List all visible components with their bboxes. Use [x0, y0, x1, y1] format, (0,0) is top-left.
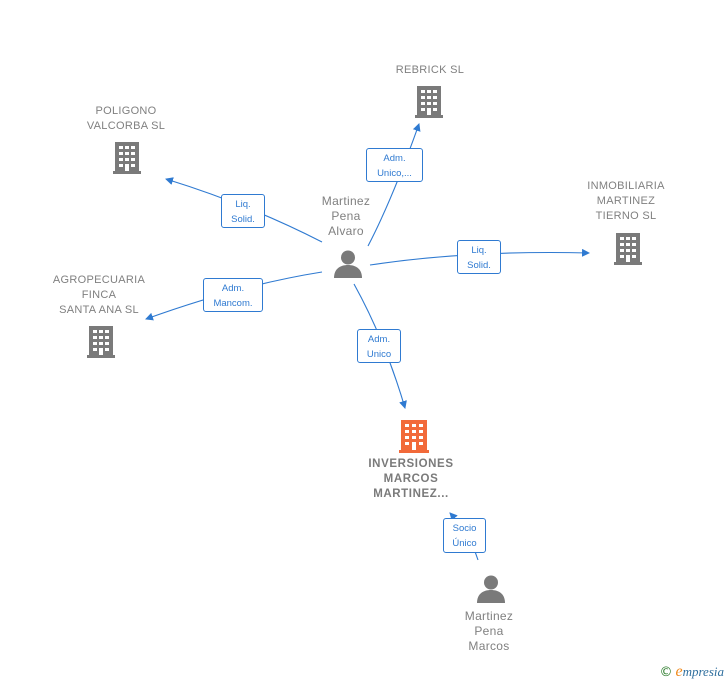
edge-label-line: Solid. [467, 259, 491, 271]
node-label-line: VALCORBA SL [86, 120, 166, 132]
building-icon[interactable] [614, 233, 642, 265]
node-label-line: Martinez [464, 609, 514, 623]
brand-initial: e [675, 663, 683, 680]
node-label-marcos[interactable]: Martinez Pena Marcos [449, 609, 529, 654]
brand-name: mpresia [682, 664, 724, 679]
node-label-line: REBRICK SL [395, 64, 465, 76]
copyright-symbol: © [659, 665, 673, 680]
node-label-line: Alvaro [328, 224, 364, 238]
edge-label-line: Socio [452, 523, 477, 534]
node-label-line: AGROPECUARIA [52, 274, 146, 286]
building-icon[interactable] [113, 142, 141, 174]
node-label-line: Pena [474, 624, 504, 638]
edge-label-line: Unico,... [377, 167, 412, 179]
node-label-inmobiliaria[interactable]: INMOBILIARIA MARTINEZ TIERNO SL [566, 179, 686, 224]
building-icon[interactable] [415, 86, 443, 118]
node-label-alvaro[interactable]: Martinez Pena Alvaro [306, 194, 386, 239]
edge-label-agropecuaria[interactable]: Adm. Mancom. [203, 278, 263, 312]
edge-label-line: Liq. [235, 199, 251, 210]
node-label-agropecuaria[interactable]: AGROPECUARIA FINCA SANTA ANA SL [39, 273, 159, 318]
node-label-rebrick[interactable]: REBRICK SL [370, 63, 490, 78]
edge-label-line: Liq. [471, 245, 487, 256]
building-icon[interactable] [87, 326, 115, 358]
node-label-line: Martinez [321, 194, 371, 208]
node-label-poligono[interactable]: POLIGONO VALCORBA SL [66, 104, 186, 134]
node-label-inversiones[interactable]: INVERSIONES MARCOS MARTINEZ... [346, 457, 476, 502]
edge-label-line: Mancom. [213, 297, 253, 309]
node-label-line: Marcos [468, 639, 510, 653]
node-label-line: FINCA [81, 289, 117, 301]
edge-label-line: Adm. [383, 153, 406, 164]
edge-label-poligono[interactable]: Liq. Solid. [221, 194, 265, 228]
node-label-line: MARTINEZ... [373, 488, 449, 500]
node-label-line: INMOBILIARIA [587, 180, 665, 192]
edge-label-line: Adm. [367, 334, 391, 345]
empresia-watermark: ©empresia [659, 663, 724, 681]
node-label-line: MARTINEZ [596, 195, 656, 207]
edge-label-marcos[interactable]: Socio Único [443, 518, 486, 553]
node-label-line: POLIGONO [95, 105, 157, 117]
node-label-line: INVERSIONES [368, 458, 454, 470]
edge-label-line: Unico [366, 348, 392, 360]
edge-label-line: Único [452, 537, 477, 549]
edge-label-line: Adm. [221, 283, 245, 294]
edge-label-rebrick[interactable]: Adm. Unico,... [366, 148, 423, 182]
node-label-line: Pena [331, 209, 361, 223]
edge-label-line: Solid. [231, 213, 255, 225]
node-label-line: TIERNO SL [595, 210, 657, 222]
person-icon[interactable] [477, 575, 505, 604]
person-icon[interactable] [334, 250, 362, 279]
edge-label-inmobiliaria[interactable]: Liq. Solid. [457, 240, 501, 274]
edge-alvaro-rebrick [367, 123, 421, 247]
node-label-line: MARCOS [383, 473, 439, 485]
building-icon[interactable] [399, 420, 429, 453]
node-label-line: SANTA ANA SL [59, 304, 139, 316]
edge-label-inversiones[interactable]: Adm. Unico [357, 329, 401, 363]
